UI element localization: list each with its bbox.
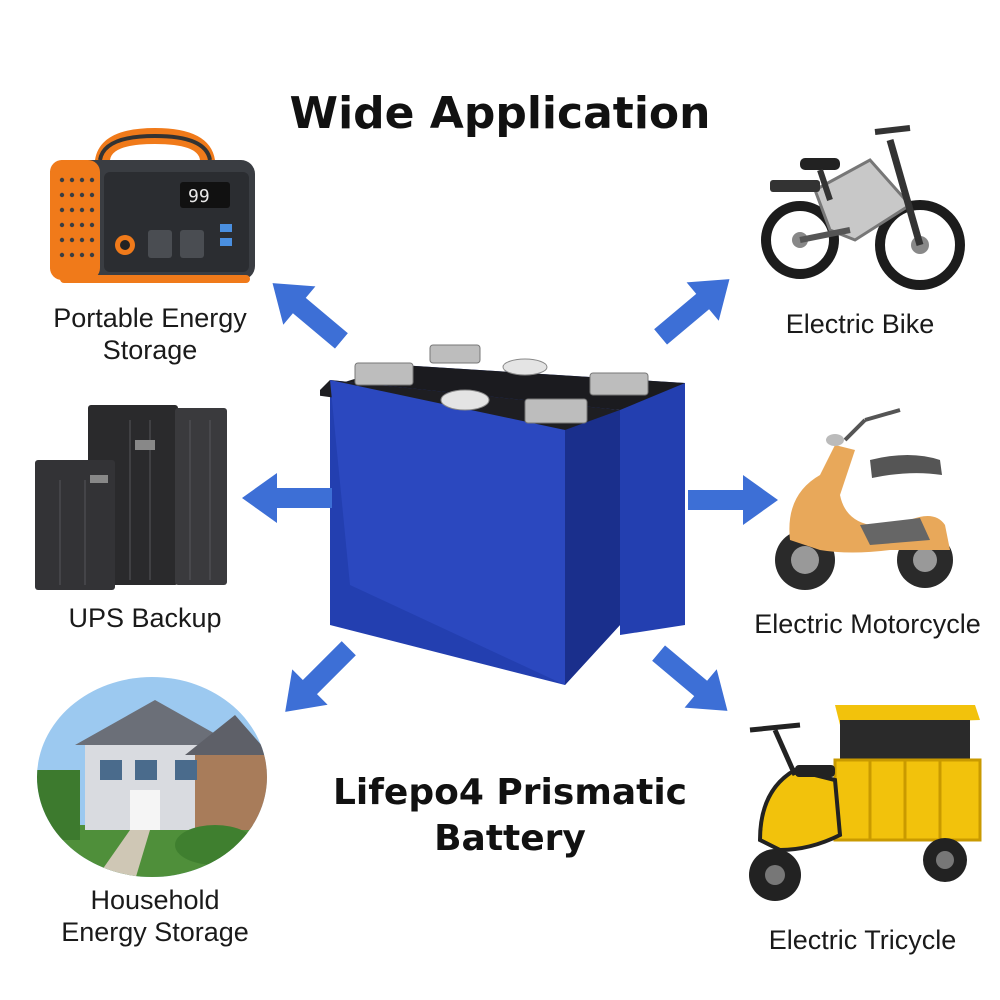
- electric-motorcycle-label: Electric Motorcycle: [754, 609, 981, 639]
- electric-motorcycle-image: [775, 408, 953, 590]
- household-house-image: [37, 677, 267, 877]
- arrow-to-bike-icon: [654, 279, 730, 345]
- electric-tricycle-label: Electric Tricycle: [768, 925, 957, 955]
- ups-cabinets-image: [35, 405, 227, 590]
- product-label: Lifepo4 Prismatic Battery: [300, 770, 720, 862]
- arrow-to-motorcycle-icon: [688, 475, 778, 525]
- arrow-to-portable-icon: [272, 283, 348, 349]
- arrow-to-tricycle-icon: [652, 645, 728, 711]
- portable-power-station-image: 99: [50, 128, 255, 283]
- household-energy-storage-label: Household Energy Storage: [30, 884, 280, 948]
- page-title: Wide Application: [289, 88, 711, 139]
- ups-backup-label: UPS Backup: [68, 603, 222, 633]
- portable-label-line-1: Portable Energy: [53, 303, 247, 333]
- portable-label-line-2: Storage: [102, 335, 198, 365]
- product-label-line-2: Battery: [434, 818, 586, 859]
- lifepo4-battery-image: [320, 344, 685, 685]
- electric-bike-image: [761, 125, 965, 290]
- arrow-to-ups-icon: [242, 473, 332, 523]
- household-label-line-2: Energy Storage: [61, 917, 249, 947]
- household-label-line-1: Household: [90, 885, 220, 915]
- electric-tricycle-image: [749, 705, 982, 901]
- product-label-line-1: Lifepo4 Prismatic: [332, 772, 688, 813]
- arrow-to-household-icon: [285, 641, 356, 712]
- electric-bike-label: Electric Bike: [785, 309, 935, 339]
- portable-energy-storage-label: Portable Energy Storage: [30, 302, 270, 366]
- display-readout: 99: [188, 186, 210, 207]
